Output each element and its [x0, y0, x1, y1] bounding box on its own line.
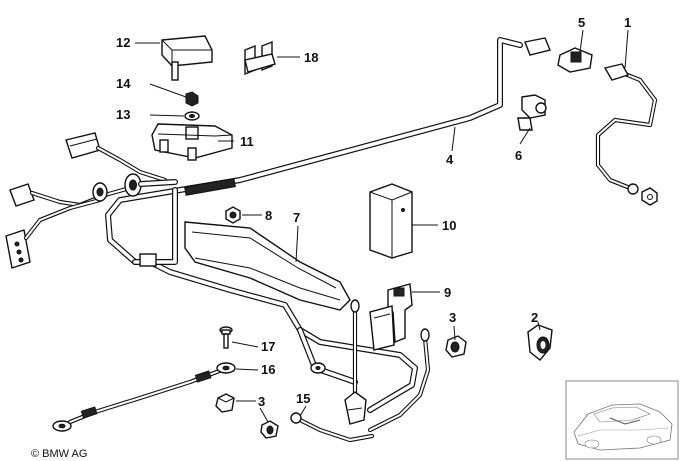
- callout-4: 4: [446, 152, 454, 167]
- multi-pin-plug[interactable]: [65, 132, 168, 183]
- side-plug-upper[interactable]: [9, 183, 133, 208]
- callout-13: 13: [116, 107, 130, 122]
- copyright-notice: © BMW AG: [31, 448, 87, 460]
- car-silhouette-icon: [573, 403, 673, 451]
- callout-15: 15: [296, 391, 310, 406]
- callout-14: 14: [116, 76, 131, 91]
- callout-1: 1: [624, 15, 631, 30]
- callout-labels: 12 14 13 11 18 5 1 6 4 8 7 10 9 3 2 17 1…: [116, 15, 631, 409]
- relay-box[interactable]: [369, 183, 413, 259]
- cable-clip[interactable]: [517, 94, 547, 131]
- callout-17: 17: [261, 339, 275, 354]
- fuse-bracket[interactable]: [369, 283, 413, 351]
- callout-8: 8: [265, 208, 272, 223]
- callout-16: 16: [261, 362, 275, 377]
- ground-terminal-small[interactable]: [310, 362, 326, 374]
- leader-lines: [135, 29, 629, 423]
- connector-clip[interactable]: [244, 40, 276, 76]
- callout-18: 18: [304, 50, 318, 65]
- callout-9: 9: [444, 285, 451, 300]
- terminal-clamp[interactable]: [524, 37, 593, 73]
- bolt-cap-lower[interactable]: [215, 393, 235, 413]
- callout-3-right: 3: [449, 310, 456, 325]
- washer[interactable]: [184, 111, 200, 121]
- relay-base[interactable]: [151, 123, 233, 161]
- relay-cover[interactable]: [161, 35, 213, 81]
- vehicle-thumbnail: [565, 380, 679, 460]
- callout-2: 2: [531, 310, 538, 325]
- cable-grommet[interactable]: [92, 173, 178, 202]
- callout-3-lower: 3: [258, 394, 265, 409]
- side-plug-lower[interactable]: [5, 197, 103, 269]
- callout-12: 12: [116, 35, 130, 50]
- battery-cable[interactable]: [595, 63, 658, 206]
- bolt-cap-right[interactable]: [445, 335, 467, 358]
- callout-6: 6: [515, 148, 522, 163]
- rubber-grommet[interactable]: [527, 324, 553, 361]
- ground-lead[interactable]: [52, 362, 236, 432]
- flange-nut[interactable]: [225, 206, 241, 224]
- hex-nut[interactable]: [185, 91, 199, 107]
- callout-7: 7: [293, 210, 300, 225]
- callout-11: 11: [240, 134, 254, 149]
- cable-tray[interactable]: [184, 221, 351, 311]
- ground-strap[interactable]: [260, 412, 375, 443]
- ground-stud[interactable]: [344, 299, 367, 425]
- callout-10: 10: [442, 218, 456, 233]
- screw[interactable]: [219, 326, 233, 349]
- ground-cable-right[interactable]: [367, 328, 431, 433]
- callout-5: 5: [578, 15, 585, 30]
